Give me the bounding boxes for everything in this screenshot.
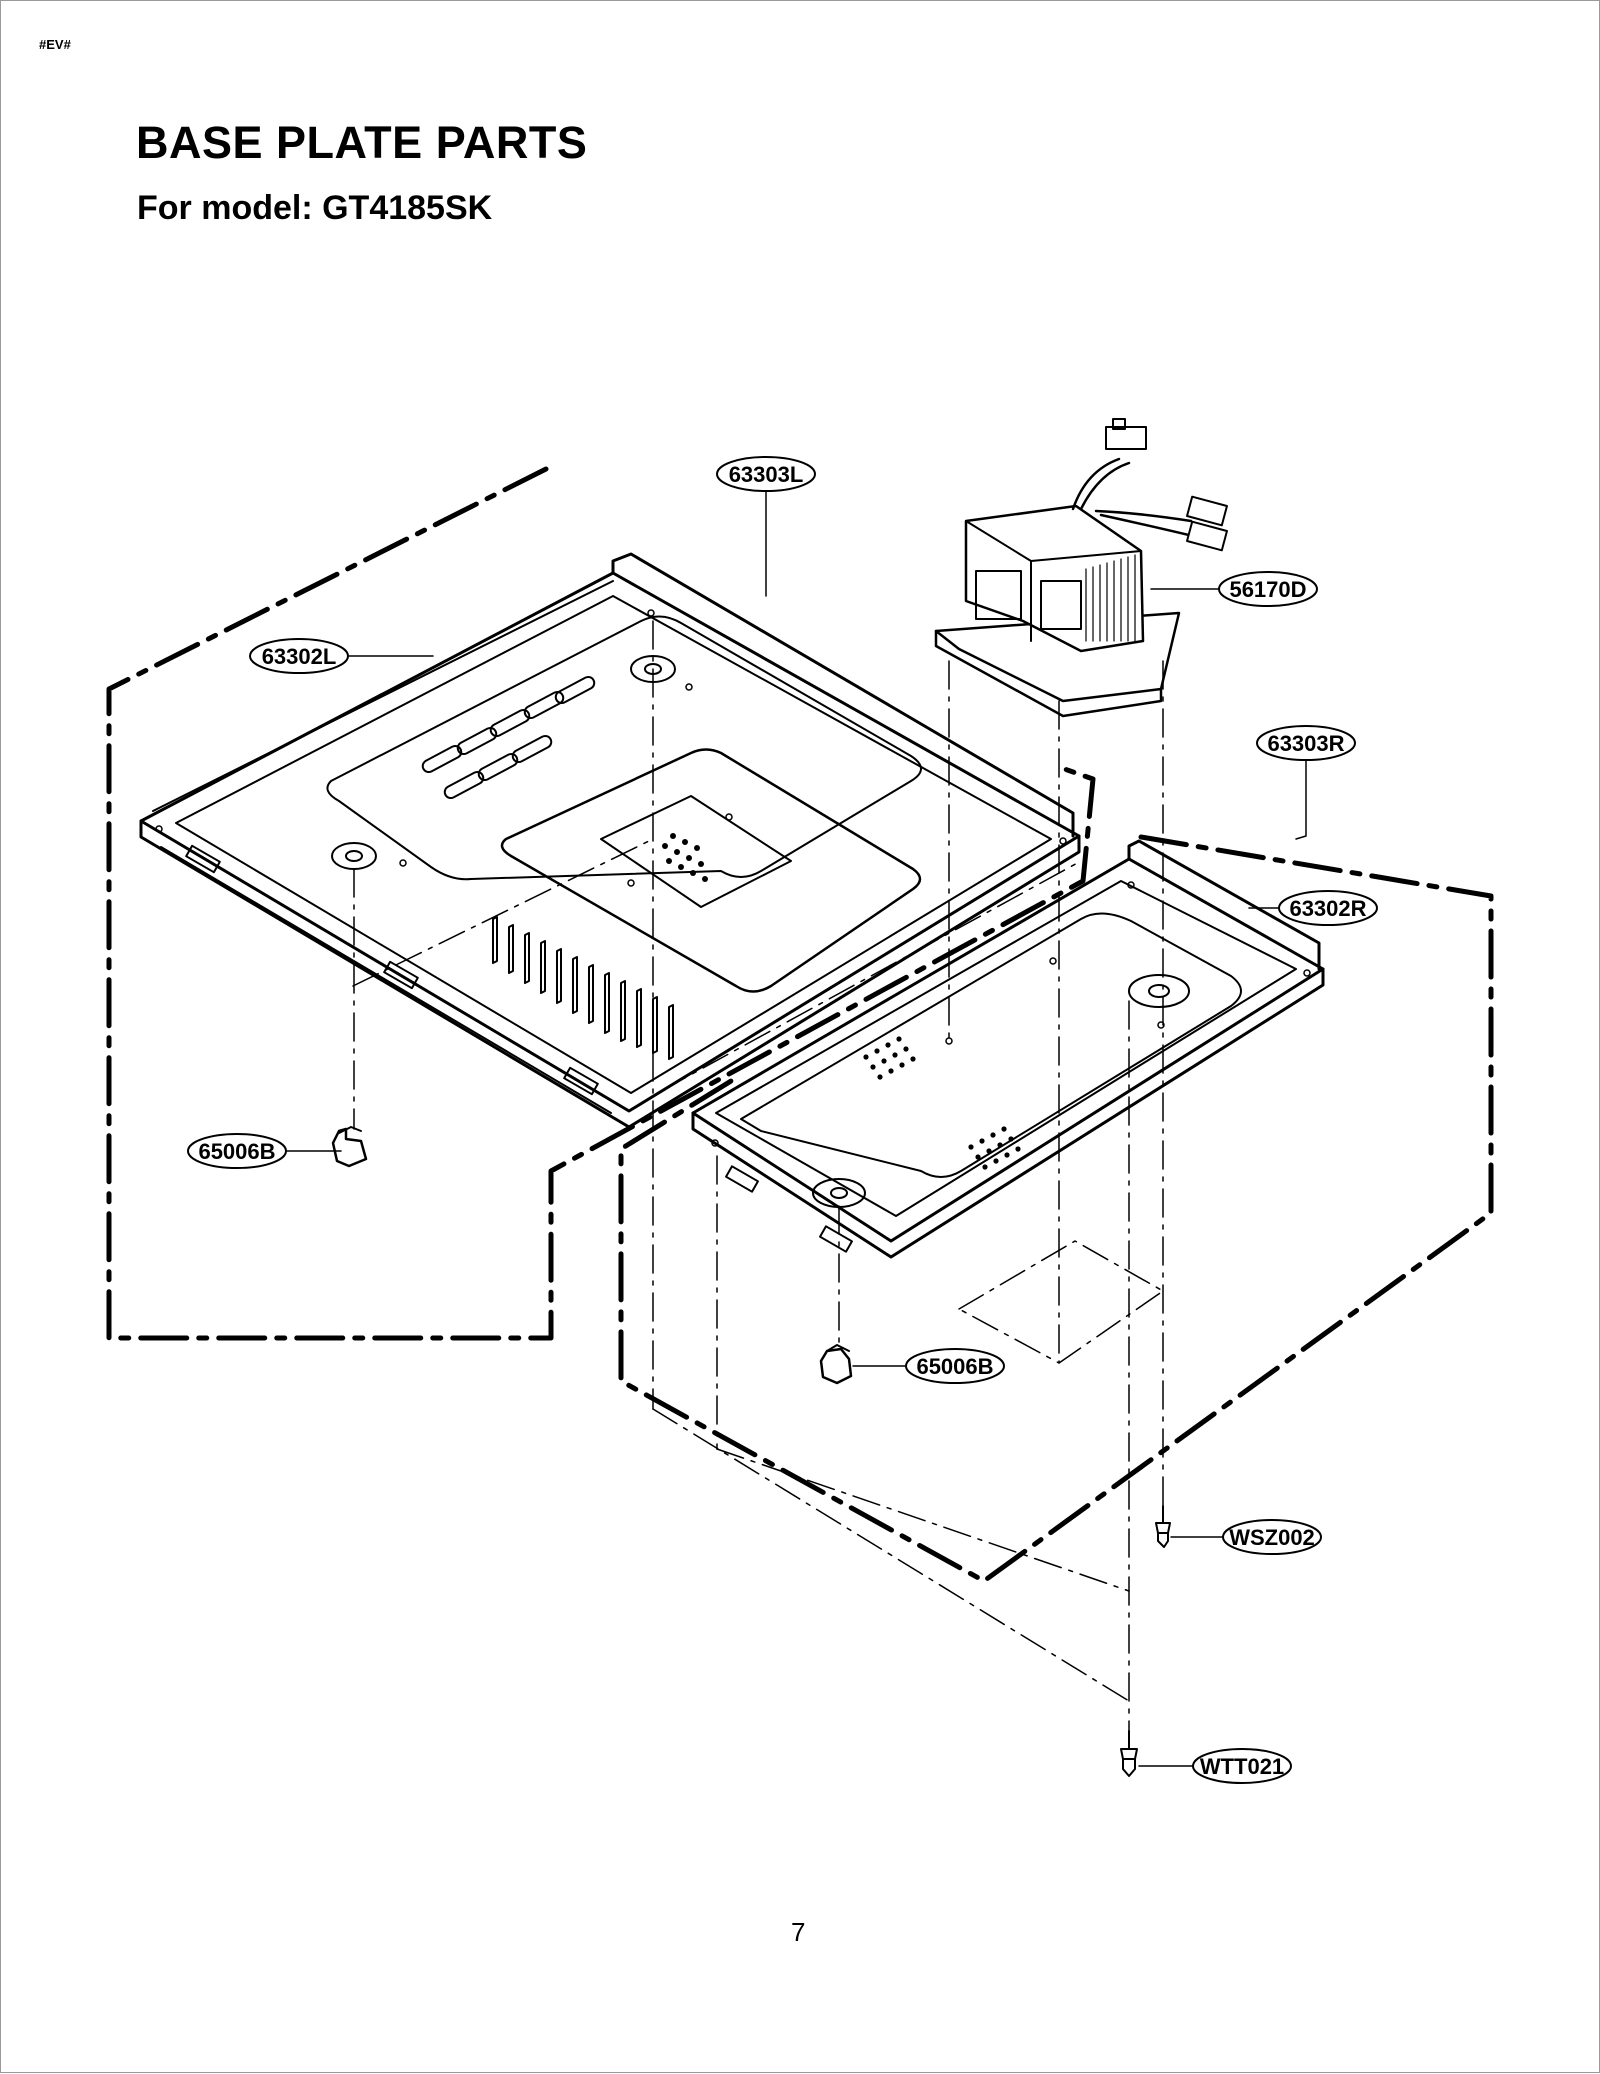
page-number: 7 <box>791 1917 806 1947</box>
screw-wsz002 <box>1155 1505 1171 1548</box>
callout-65006B-left: 65006B <box>198 1139 275 1164</box>
callout-56170D: 56170D <box>1229 577 1306 602</box>
page-title: BASE PLATE PARTS <box>136 117 588 168</box>
foot-left <box>331 1126 368 1168</box>
callout-WSZ002: WSZ002 <box>1229 1525 1315 1550</box>
callout-63303L: 63303L <box>729 462 804 487</box>
callout-WTT021: WTT021 <box>1200 1754 1284 1779</box>
transformer <box>934 418 1228 718</box>
callout-63302L: 63302L <box>262 644 337 669</box>
callout-63303R: 63303R <box>1267 731 1344 756</box>
document-code: #EV# <box>39 37 71 52</box>
left-assembly-boundary <box>106 466 1096 1341</box>
callout-65006B-right: 65006B <box>916 1354 993 1379</box>
foot-right <box>819 1344 853 1385</box>
model-subtitle: For model: GT4185SK <box>137 189 493 227</box>
right-assembly-boundary <box>618 834 1494 1584</box>
screw-wtt021 <box>1120 1730 1138 1777</box>
right-base-plate <box>691 839 1325 1259</box>
left-base-plate <box>139 552 1081 1129</box>
callout-63302R: 63302R <box>1289 896 1366 921</box>
